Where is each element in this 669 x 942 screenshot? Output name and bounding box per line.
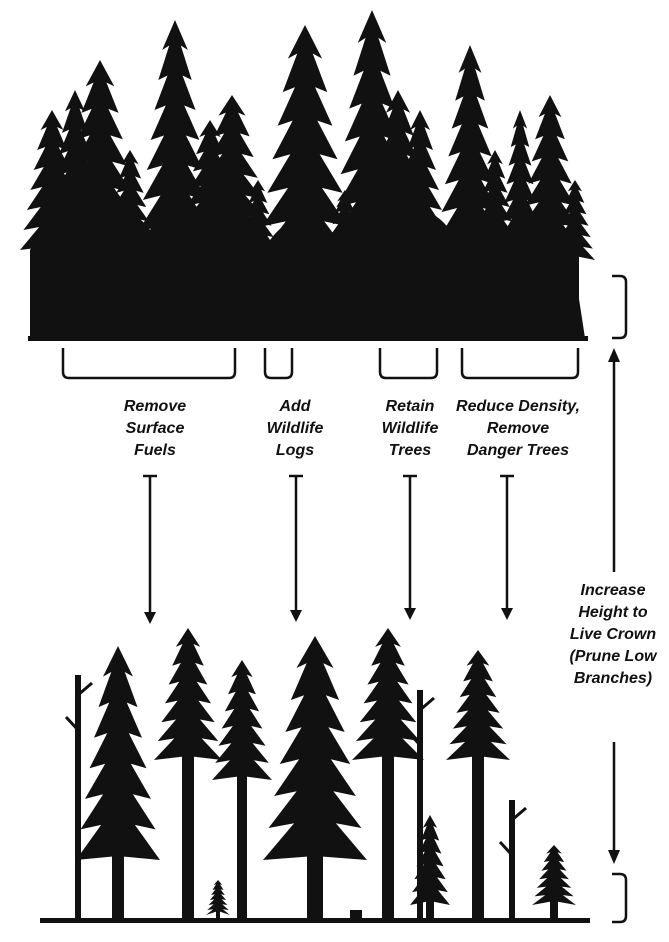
top-tree-8 (257, 25, 353, 338)
top-tree-6 (194, 95, 270, 338)
bottom-snag-mid (406, 690, 435, 920)
connectors (61, 274, 628, 924)
bottom-tree-5 (352, 628, 424, 920)
label-reduce-density: Reduce Density, Remove Danger Trees (456, 398, 580, 459)
top-tree-3 (106, 150, 154, 338)
label-increase-crown-height: Increase Height to Live Crown (Prune Low… (569, 582, 657, 687)
bracket-remove-fuels (61, 348, 237, 380)
arrow-wildlife-trees (403, 474, 417, 620)
bracket-wildlife-trees (378, 348, 439, 380)
bottom-tree-6 (446, 650, 510, 920)
bottom-log (350, 910, 362, 920)
top-tree-15 (500, 110, 540, 338)
top-tree-12 (392, 110, 448, 338)
top-tree-4 (139, 20, 211, 338)
top-tree-17 (555, 180, 595, 338)
before-treatment-forest (20, 10, 595, 341)
bracket-reduce-density (460, 348, 580, 380)
bottom-sapling-1 (410, 815, 450, 920)
after-treatment-forest (40, 628, 590, 923)
bracket-crown-after (612, 872, 628, 924)
top-ground-line (28, 336, 588, 341)
top-shrub-0 (266, 320, 294, 340)
bottom-seedling (206, 880, 230, 920)
top-shrub-1 (395, 320, 415, 340)
bottom-tree-4 (263, 636, 367, 920)
bracket-wildlife-logs (263, 348, 294, 380)
top-stump (344, 318, 354, 338)
arrow-wildlife-logs (289, 474, 303, 622)
bottom-tree-1 (76, 646, 160, 920)
top-tree-7 (238, 180, 278, 338)
arrow-remove-fuels (143, 474, 157, 624)
bottom-tree-3 (212, 660, 272, 920)
arrow-reduce-density (500, 474, 514, 620)
top-shrub-2 (506, 318, 534, 338)
bottom-snag-small (498, 800, 527, 920)
label-add-wildlife-logs: Add Wildlife Logs (266, 398, 324, 459)
bottom-sapling-2 (532, 845, 576, 920)
top-tree-14 (473, 150, 517, 338)
bottom-ground-line (40, 918, 590, 923)
label-retain-wildlife-trees: Retain Wildlife Trees (381, 398, 439, 459)
arrow-crown-height (608, 348, 620, 864)
bottom-snag-left (64, 675, 93, 920)
label-remove-surface-fuels: Remove Surface Fuels (123, 398, 187, 459)
bracket-crown-before (612, 274, 628, 340)
bottom-tree-2 (154, 628, 222, 920)
top-shrub-3 (128, 320, 152, 340)
